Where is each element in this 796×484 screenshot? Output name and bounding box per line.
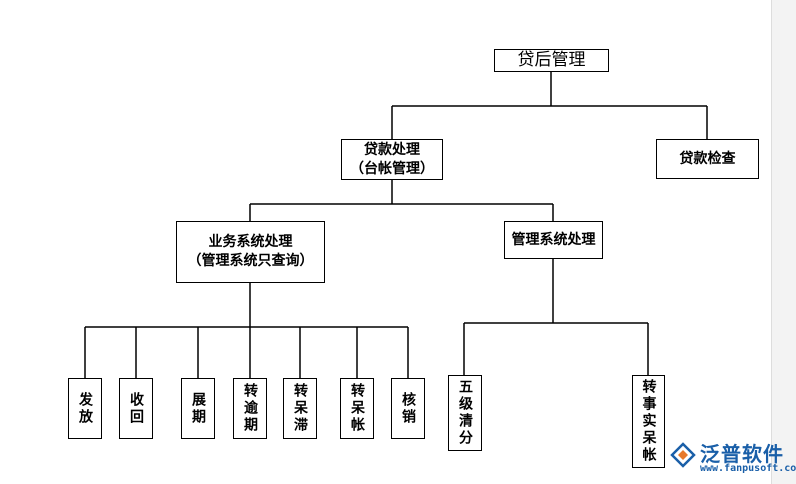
logo-url: www.fanpusoft.com [700,463,796,474]
leaf-write-off: 核销 [391,378,425,439]
node-label-line2: （台帐管理） [350,160,434,177]
node-management-system-processing: 管理系统处理 [504,221,603,259]
node-label-line1: 业务系统处理 [208,234,293,251]
leaf-label: 转呆帐 [349,383,365,434]
leaf-label: 转事实呆帐 [640,379,657,464]
logo-name: 泛普软件 [700,442,784,466]
fanpu-logo: 泛普软件 www.fanpusoft.com [668,438,796,482]
node-label-line2: （管理系统只查询） [187,253,314,269]
node-loan-processing: 贷款处理 （台帐管理） [341,139,443,180]
leaf-label: 转呆滞 [292,383,308,434]
leaf-label: 转逾期 [242,383,258,434]
node-label-line1: 贷款处理 [364,141,420,158]
leaf-label: 收回 [128,391,144,426]
node-post-loan-management: 贷后管理 [494,49,609,72]
leaf-label: 展期 [190,391,206,426]
leaf-extension: 展期 [181,378,215,439]
vertical-scrollbar[interactable] [771,0,796,484]
leaf-label: 五级清分 [457,379,473,447]
node-loan-inspection: 贷款检查 [656,139,759,179]
leaf-issue: 发放 [68,378,102,439]
node-label: 贷后管理 [517,50,586,71]
node-label: 贷款检查 [679,150,736,167]
leaf-label: 发放 [77,391,93,426]
leaf-label: 核销 [400,391,416,426]
leaf-five-level-classification: 五级清分 [448,375,482,451]
node-label: 管理系统处理 [511,231,596,248]
leaf-to-sluggish: 转呆滞 [283,378,317,439]
fanpu-logo-icon [670,442,696,468]
leaf-to-actual-bad-debt: 转事实呆帐 [632,375,665,468]
node-business-system-processing: 业务系统处理 （管理系统只查询） [176,221,325,283]
leaf-recover: 收回 [119,378,153,439]
leaf-to-bad-debt: 转呆帐 [340,378,374,439]
leaf-to-overdue: 转逾期 [233,378,267,439]
